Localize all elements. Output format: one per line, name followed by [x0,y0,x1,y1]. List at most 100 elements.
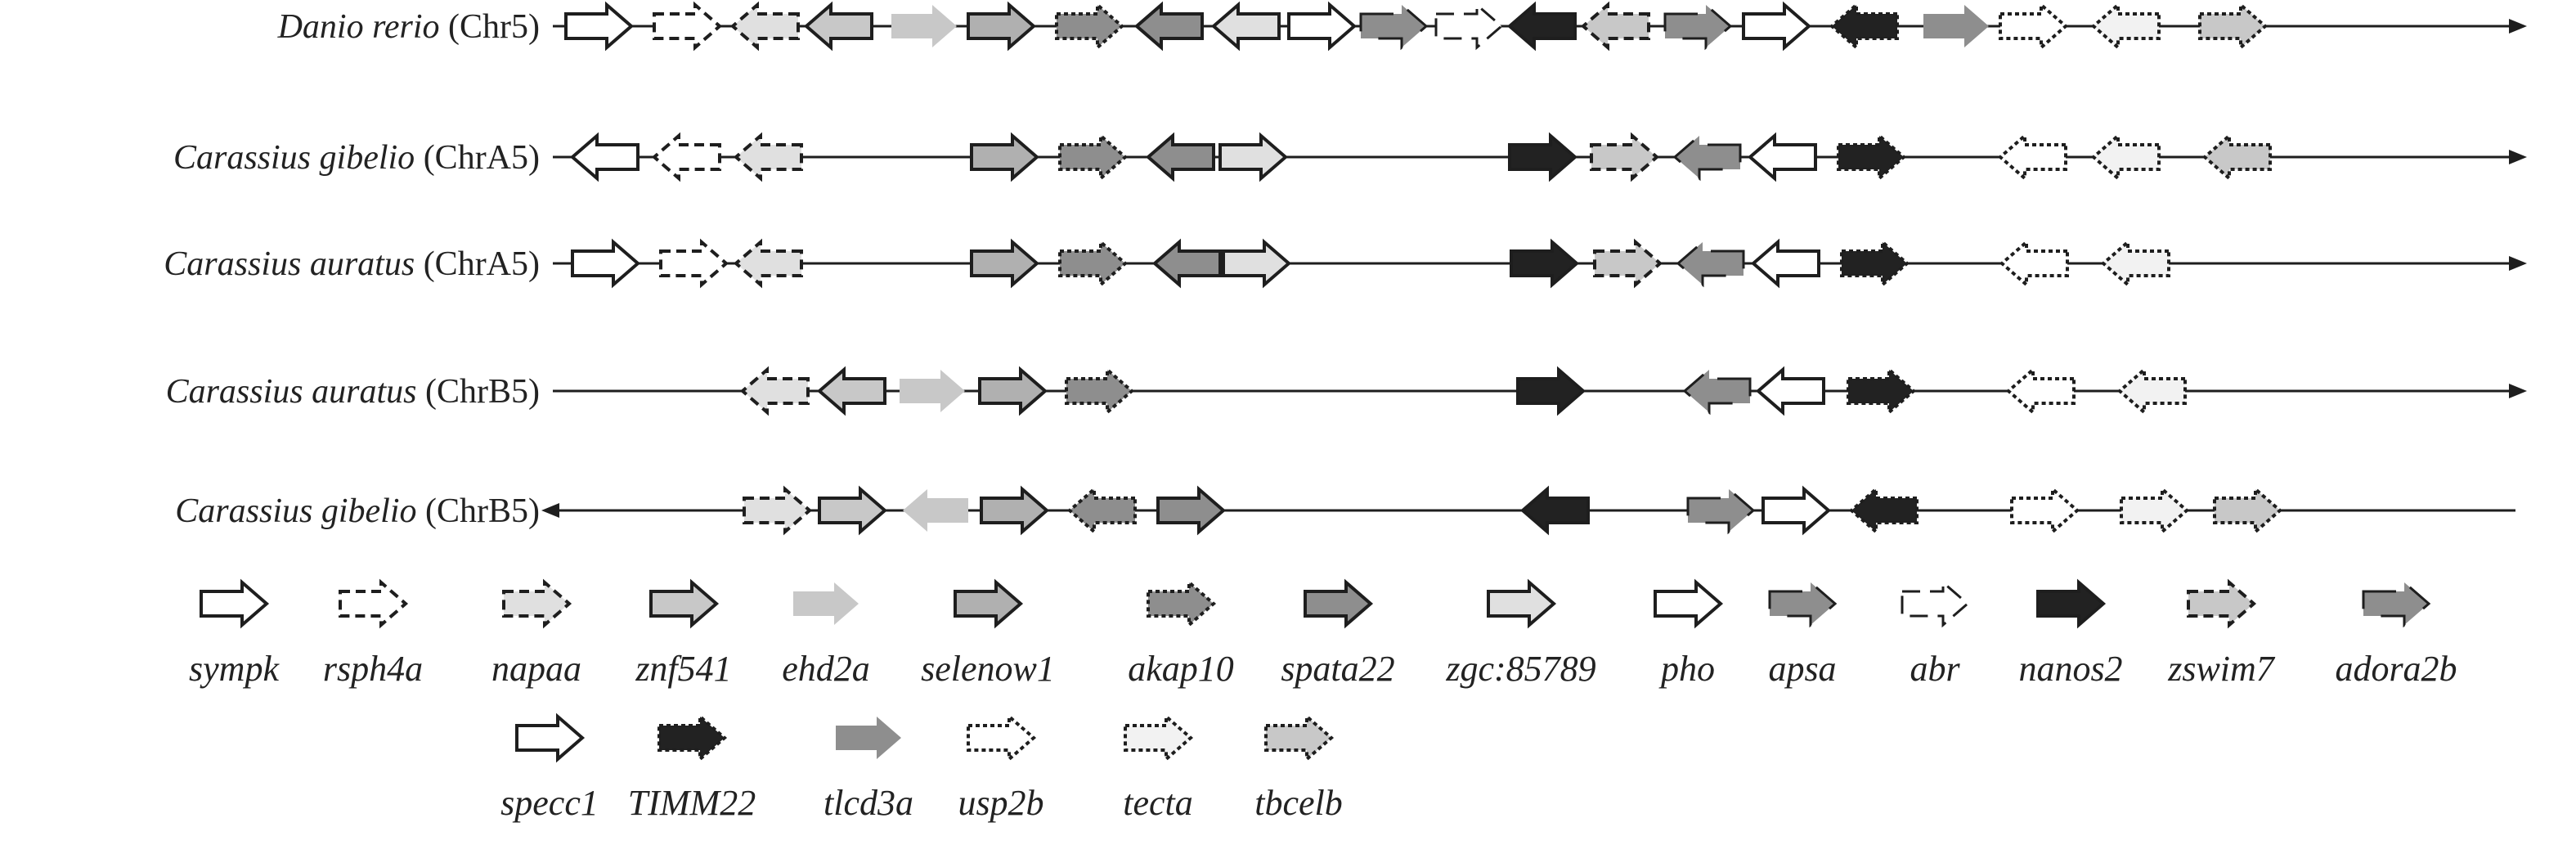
legend-arrow-tbcelb [1264,712,1335,763]
legend-arrow-tlcd3a [836,717,901,759]
gene-arrow-ehd2a [900,370,965,412]
legend-item: ehd2a [782,582,870,689]
species-name: Danio rerio [277,8,448,46]
gene-arrow-specc1 [1755,366,1825,416]
legend-item: usp2b [958,712,1044,823]
gene-arrow-selenow1 [967,1,1037,52]
legend-label: pho [1658,649,1715,689]
chromosome-name: (ChrB5) [425,492,540,530]
legend-item: akap10 [1128,578,1234,689]
direction-arrowhead [2509,384,2527,398]
gene-arrow-napaa [733,132,803,182]
gene-arrow-spata22 [1151,238,1222,289]
gene-arrow-abr [1434,2,1504,51]
gene-arrow-adora2b [1663,2,1733,51]
gene-arrow-nanos2 [1506,1,1577,52]
chromosome-name: (ChrA5) [424,245,540,283]
gene-arrow-napaa [729,1,800,52]
gene-arrow-adora2b [1676,239,1745,288]
legend-label: specc1 [500,783,599,823]
species-label: Carassius auratus (ChrB5) [166,373,540,411]
legend-label: spata22 [1281,649,1394,689]
gene-arrow-zswim7 [1593,238,1663,289]
legend-item: nanos2 [2018,578,2123,689]
legend-arrow-abr [1901,579,1970,628]
gene-arrow-nanos2 [1519,485,1590,536]
gene-arrow-znf541 [816,366,886,416]
gene-arrow-tecta [2116,366,2187,416]
gene-arrow-sympk [564,1,635,52]
legend-label: znf541 [635,649,731,689]
gene-arrow-selenow1 [980,485,1050,536]
gene-arrow-timm22 [1829,1,1899,52]
chromosome-name: (Chr5) [448,8,540,46]
gene-arrow-spata22 [1133,1,1204,52]
gene-arrow-adora2b [1686,486,1756,535]
gene-arrow-rsph4a [659,238,729,289]
direction-arrowhead [2509,256,2527,271]
gene-arrow-znf541 [818,485,888,536]
legend-item: tecta [1123,712,1194,823]
gene-arrow-usp2b [2010,485,2080,536]
legend-item: sympk [189,578,280,689]
gene-arrow-rsph4a [653,1,723,52]
chromosome-tracks: Danio rerio (Chr5) Carassius gibelio (Chr… [164,1,2527,536]
gene-arrow-selenow1 [970,238,1040,289]
gene-arrow-znf541 [803,1,873,52]
legend-label: selenow1 [921,649,1055,689]
gene-arrow-akap10 [1055,1,1125,52]
gene-arrow-sympk [571,238,641,289]
legend-arrow-specc1 [515,712,586,763]
legend-label: sympk [189,649,280,689]
species-name: Carassius gibelio [175,492,425,530]
legend-arrow-sympk [200,578,270,629]
legend-item: zgc:85789 [1445,578,1596,689]
species-name: Carassius gibelio [173,139,424,177]
legend-item: znf541 [635,578,732,689]
gene-arrow-tlcd3a [1923,5,1989,47]
gene-arrow-ehd2a [903,489,968,532]
gene-arrow-napaa [743,485,813,536]
legend-arrow-ehd2a [793,582,859,625]
gene-arrow-tecta [2100,238,2170,289]
gene-arrow-usp2b [1997,132,2067,182]
gene-arrow-usp2b [1999,238,2069,289]
direction-arrowhead [541,503,559,518]
gene-arrow-nanos2 [1510,238,1580,289]
legend-label: napaa [491,649,581,689]
gene-arrow-akap10 [1058,238,1129,289]
legend-item: tlcd3a [824,717,913,823]
legend-item: specc1 [500,712,599,823]
gene-arrow-selenow1 [978,366,1048,416]
legend-arrow-apsa [1768,579,1838,628]
species-name: Carassius auratus [164,245,423,283]
chromosome-row: Carassius gibelio (ChrA5) [173,132,2527,182]
gene-arrow-tecta [2090,1,2161,52]
gene-arrow-zgc85789 [1210,1,1281,52]
legend-arrow-pho [1654,578,1724,629]
gene-arrow-zgc85789 [1218,132,1289,182]
species-label: Carassius gibelio (ChrB5) [175,492,540,530]
gene-arrow-rsph4a [651,132,721,182]
legend-item: apsa [1768,579,1838,689]
legend-arrow-adora2b [2362,579,2431,628]
legend-item: TIMM22 [628,712,756,823]
species-name: Carassius auratus [166,373,425,411]
legend-arrow-tecta [1124,712,1194,763]
gene-arrow-specc1 [1742,1,1812,52]
legend-arrow-napaa [502,578,572,629]
gene-arrow-zswim7 [1580,1,1650,52]
legend-label: nanos2 [2018,649,2122,689]
legend-label: tbcelb [1254,783,1343,823]
legend-arrow-zswim7 [2187,578,2257,629]
species-label: Danio rerio (Chr5) [277,8,540,46]
gene-arrow-apsa [1359,2,1429,51]
species-label: Carassius gibelio (ChrA5) [173,139,540,177]
legend-arrow-timm22 [657,712,728,763]
direction-arrowhead [2509,19,2527,34]
gene-arrow-zgc85789 [1222,238,1292,289]
gene-arrow-timm22 [1847,366,1917,416]
gene-arrow-sympk [569,132,640,182]
